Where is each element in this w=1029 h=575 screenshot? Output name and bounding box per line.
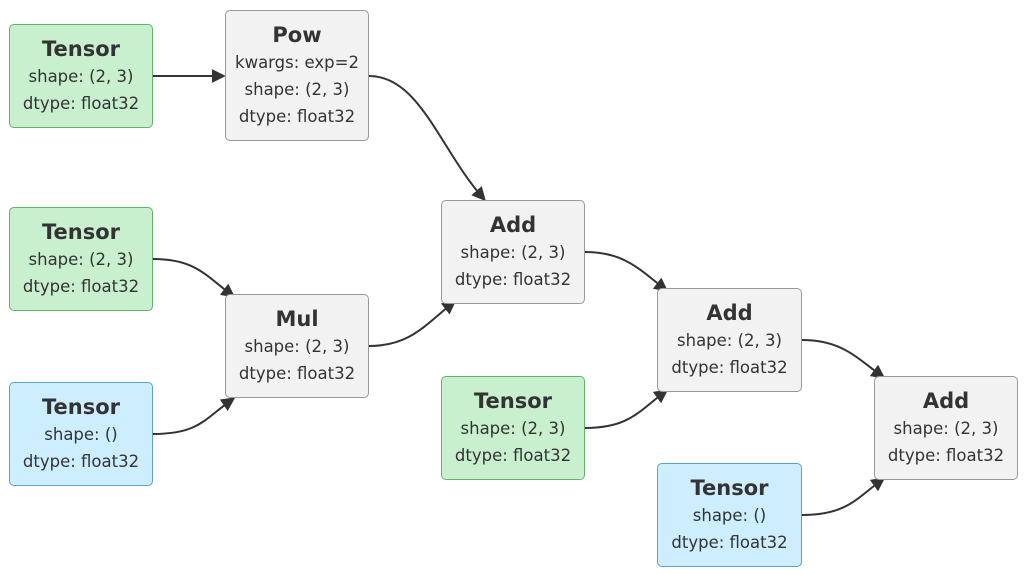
node-dtype: dtype: float32: [238, 106, 356, 126]
node-title: Pow: [272, 22, 322, 47]
edge-add2-to-add3: [801, 339, 886, 379]
edge-tensor-b-to-mul: [152, 258, 236, 298]
add-op-node-3: Add shape: (2, 3) dtype: float32: [874, 376, 1018, 480]
node-shape: shape: (2, 3): [460, 242, 566, 262]
mul-op-node: Mul shape: (2, 3) dtype: float32: [225, 294, 369, 398]
node-shape: shape: (): [44, 424, 118, 444]
node-dtype: dtype: float32: [454, 445, 572, 465]
edge-mul-to-add1: [368, 300, 457, 347]
tensor-node-b: Tensor shape: (2, 3) dtype: float32: [9, 207, 153, 311]
tensor-node-d: Tensor shape: (2, 3) dtype: float32: [441, 376, 585, 480]
node-shape: shape: (2, 3): [28, 66, 134, 86]
node-dtype: dtype: float32: [887, 445, 1005, 465]
node-dtype: dtype: float32: [238, 363, 356, 383]
edge-pow-to-add1: [368, 75, 486, 202]
edge-add1-to-add2: [584, 251, 669, 292]
node-shape: shape: (2, 3): [677, 330, 782, 350]
edge-tensor-e-to-add3: [801, 477, 886, 516]
node-title: Tensor: [473, 388, 552, 413]
node-title: Tensor: [41, 36, 120, 61]
pow-op-node: Pow kwargs: exp=2 shape: (2, 3) dtype: f…: [225, 10, 369, 141]
node-dtype: dtype: float32: [22, 93, 140, 113]
node-dtype: dtype: float32: [671, 532, 788, 552]
add-op-node-2: Add shape: (2, 3) dtype: float32: [657, 288, 802, 392]
edge-tensor-c-to-mul: [152, 397, 236, 435]
add-op-node-1: Add shape: (2, 3) dtype: float32: [441, 200, 585, 304]
node-title: Mul: [275, 306, 319, 331]
node-title: Tensor: [41, 219, 120, 244]
node-shape: shape: (): [692, 505, 767, 525]
node-shape: shape: (2, 3): [244, 336, 350, 356]
node-shape: shape: (2, 3): [460, 418, 566, 438]
node-shape: shape: (2, 3): [244, 79, 350, 99]
node-title: Add: [489, 212, 537, 237]
node-title: Tensor: [41, 394, 120, 419]
node-shape: shape: (2, 3): [893, 418, 999, 438]
node-dtype: dtype: float32: [22, 451, 140, 471]
node-title: Add: [922, 388, 970, 413]
scalar-tensor-node-c: Tensor shape: () dtype: float32: [9, 382, 153, 486]
node-shape: shape: (2, 3): [28, 249, 134, 269]
edge-tensor-d-to-add2: [584, 389, 669, 429]
node-dtype: dtype: float32: [671, 357, 788, 377]
node-dtype: dtype: float32: [454, 269, 572, 289]
node-kwargs: kwargs: exp=2: [235, 52, 359, 72]
node-title: Add: [706, 300, 753, 325]
node-title: Tensor: [690, 475, 769, 500]
node-dtype: dtype: float32: [22, 276, 140, 296]
scalar-tensor-node-e: Tensor shape: () dtype: float32: [657, 463, 802, 567]
tensor-node-a: Tensor shape: (2, 3) dtype: float32: [9, 24, 153, 128]
